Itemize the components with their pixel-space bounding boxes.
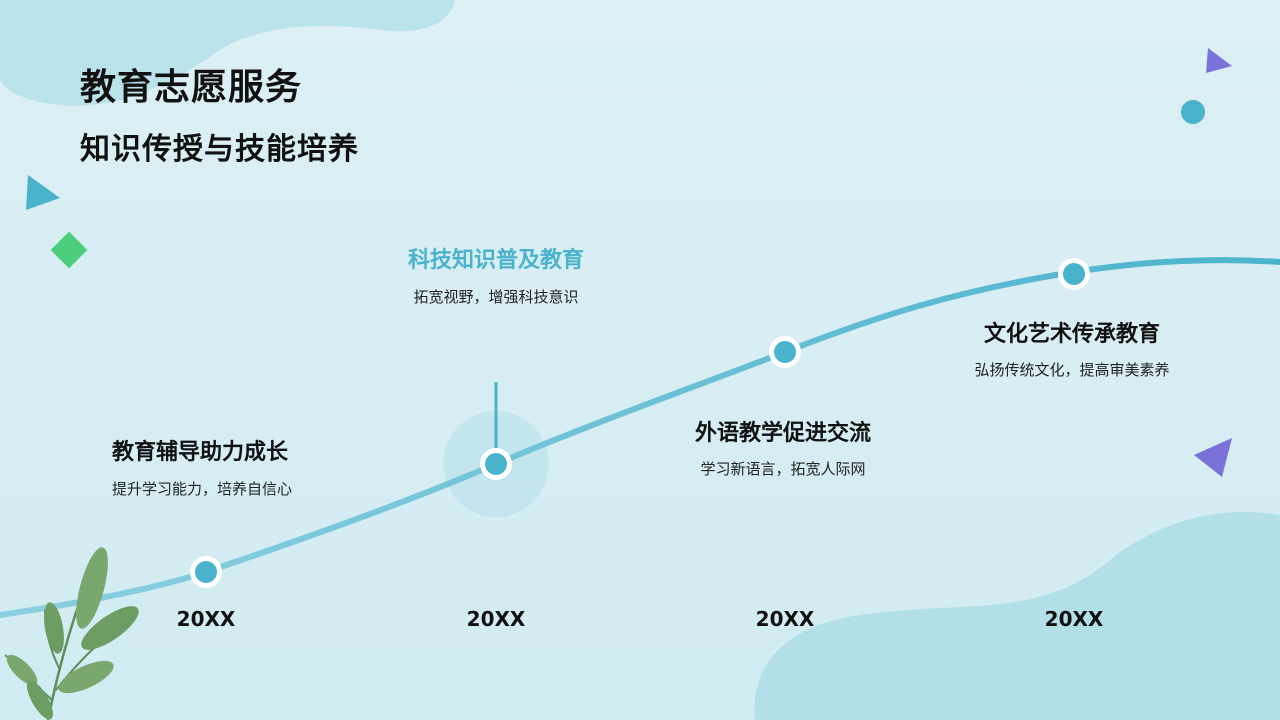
teal-dot-icon (1181, 100, 1205, 124)
milestone-3-title: 外语教学促进交流 (694, 421, 871, 446)
milestone-2-title: 科技知识普及教育 (407, 248, 584, 273)
page-subtitle: 知识传授与技能培养 (80, 132, 359, 167)
milestone-1-desc: 提升学习能力，培养自信心 (112, 480, 293, 498)
timeline-node-3 (769, 336, 801, 368)
milestone-1-year: 20XX (176, 607, 236, 631)
timeline-node-1 (190, 556, 222, 588)
milestone-4-desc: 弘扬传统文化，提高审美素养 (974, 361, 1170, 379)
blue-triangle-icon (26, 175, 60, 210)
bottom-right-blob (754, 512, 1280, 720)
purple-triangle-top-icon (1206, 48, 1232, 73)
top-left-blob (0, 0, 455, 106)
timeline-node-2 (480, 448, 512, 480)
milestone-3-year: 20XX (755, 607, 815, 631)
milestone-2-year: 20XX (466, 607, 526, 631)
page-title: 教育志愿服务 (80, 67, 303, 108)
milestone-4-title: 文化艺术传承教育 (983, 322, 1160, 347)
milestone-2-desc: 拓宽视野，增强科技意识 (413, 288, 579, 306)
timeline-node-4 (1058, 258, 1090, 290)
purple-triangle-bottom-icon (1194, 438, 1232, 477)
plant-illustration (4, 547, 139, 720)
milestone-1-title: 教育辅导助力成长 (112, 440, 289, 465)
milestone-3-desc: 学习新语言，拓宽人际网 (700, 460, 866, 478)
milestone-4-year: 20XX (1044, 607, 1104, 631)
green-diamond-icon (50, 231, 88, 269)
